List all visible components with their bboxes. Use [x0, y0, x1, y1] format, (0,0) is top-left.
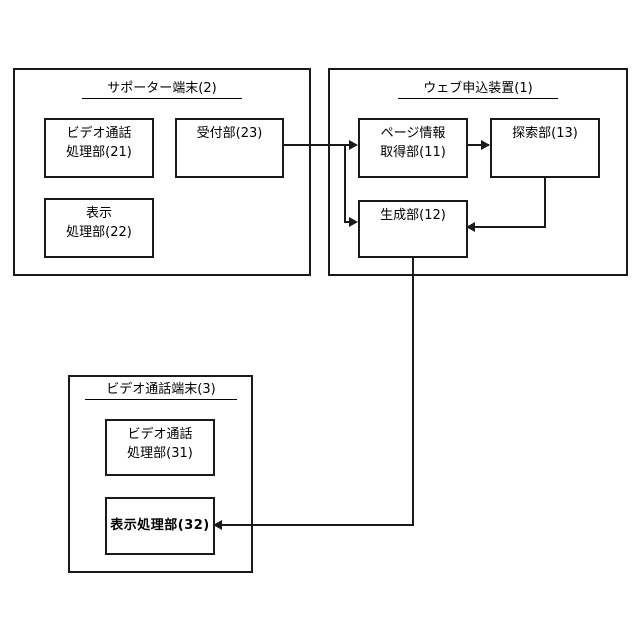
panel-supporter-terminal: [13, 68, 311, 276]
box-label-generation-unit-12: 生成部(12): [380, 208, 446, 223]
connector-reception-to-branch: [284, 144, 345, 146]
box-page-info-acquisition-11: ページ情報 取得部(11): [358, 118, 468, 178]
box-video-call-processor-31: ビデオ通話 処理部(31): [105, 419, 215, 476]
arrowhead-to-generation-from-search: [466, 222, 475, 232]
connector-search-to-generation: [469, 226, 546, 228]
box-label-video-call-processor-21: ビデオ通話 処理部(21): [66, 126, 132, 160]
arrowhead-to-generation: [349, 217, 358, 227]
connector-generation-down: [412, 258, 414, 526]
panel-title-web-application-device: ウェブ申込装置(1): [398, 81, 558, 99]
arrowhead-to-page-info: [349, 140, 358, 150]
box-label-search-unit-13: 探索部(13): [512, 126, 578, 141]
connector-generation-to-display-32: [219, 524, 414, 526]
box-video-call-processor-21: ビデオ通話 処理部(21): [44, 118, 154, 178]
box-search-unit-13: 探索部(13): [490, 118, 600, 178]
connector-page-info-to-search: [468, 144, 489, 146]
box-display-processor-22: 表示 処理部(22): [44, 198, 154, 258]
box-reception-unit-23: 受付部(23): [175, 118, 284, 178]
box-label-video-call-processor-31: ビデオ通話 処理部(31): [127, 427, 193, 461]
connector-search-down: [544, 178, 546, 228]
panel-web-application-device: [328, 68, 628, 276]
panel-video-call-terminal: [68, 375, 253, 573]
box-display-processor-32: 表示処理部(32): [105, 497, 215, 555]
box-generation-unit-12: 生成部(12): [358, 200, 468, 258]
box-label-display-processor-22: 表示 処理部(22): [66, 206, 132, 240]
arrowhead-to-display-processor-32: [213, 520, 222, 530]
arrowhead-to-search: [481, 140, 490, 150]
connector-branch-vertical: [344, 144, 346, 223]
box-label-reception-unit-23: 受付部(23): [196, 126, 263, 141]
box-label-page-info-acquisition-11: ページ情報 取得部(11): [380, 126, 446, 160]
panel-title-video-call-terminal: ビデオ通話端末(3): [85, 382, 237, 400]
panel-title-supporter-terminal: サポーター端末(2): [82, 81, 242, 99]
box-label-display-processor-32: 表示処理部(32): [110, 517, 210, 533]
